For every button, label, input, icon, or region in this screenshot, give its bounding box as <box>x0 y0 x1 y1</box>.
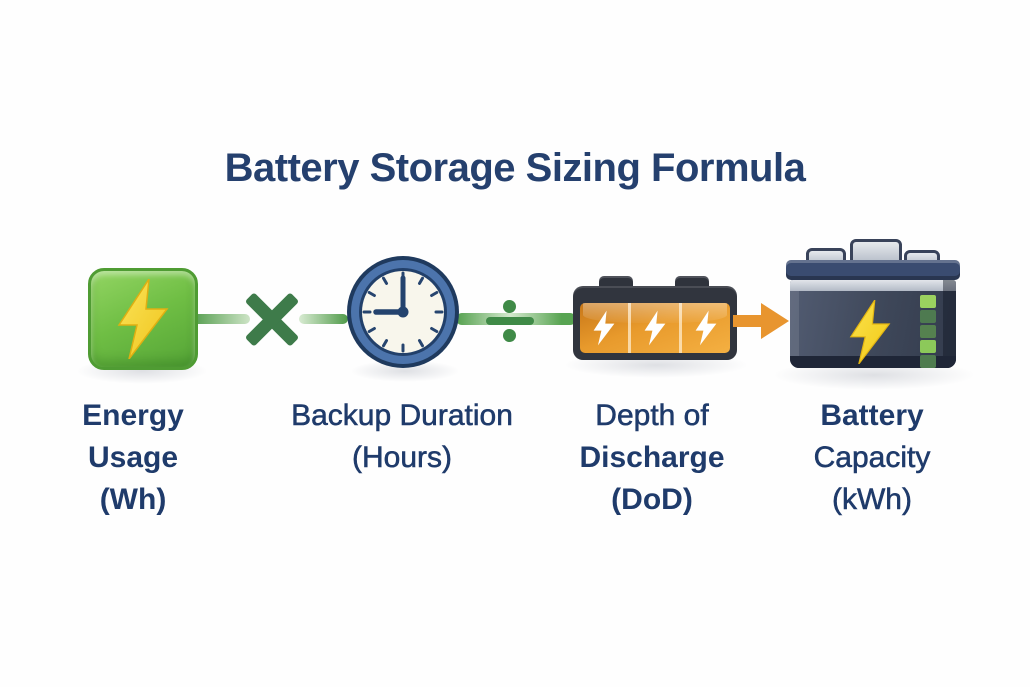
lightning-bolt-icon <box>695 310 717 346</box>
lightning-bolt-icon <box>117 279 169 359</box>
clock-ticks <box>362 271 444 353</box>
label-line: Discharge <box>579 441 725 474</box>
divide-dot <box>503 300 516 313</box>
battery-edge <box>790 291 799 368</box>
charge-segment <box>920 295 936 308</box>
lightning-bolt-icon <box>644 310 666 346</box>
label-depth-of-discharge: Depth of Discharge (DoD) <box>522 395 782 521</box>
divide-dot <box>503 329 516 342</box>
label-line: (kWh) <box>832 483 913 517</box>
charge-segment <box>920 325 936 338</box>
label-backup-duration: Backup Duration (Hours) <box>252 395 552 479</box>
label-line: Battery <box>820 399 924 432</box>
charge-segment <box>920 340 936 353</box>
clock-icon <box>345 254 461 370</box>
lightning-bolt-icon <box>846 299 894 368</box>
connector-line <box>299 314 348 324</box>
multiply-operator: × <box>244 292 300 347</box>
label-line: (Wh) <box>99 483 167 516</box>
divide-symbol: ÷ <box>486 300 487 301</box>
battery-cell <box>580 303 628 353</box>
label-energy-usage: Energy Usage (Wh) <box>23 395 243 521</box>
battery-cell <box>628 303 679 353</box>
charge-level-indicator <box>920 295 936 368</box>
label-line: Depth of <box>595 399 709 433</box>
green-energy-bolt-icon <box>88 268 198 370</box>
charge-segment <box>920 310 936 323</box>
page-title: Battery Storage Sizing Formula <box>224 146 806 190</box>
battery-base <box>790 356 956 368</box>
battery-edge <box>943 280 956 368</box>
battery-cells <box>580 303 730 353</box>
label-line: Usage <box>87 441 179 474</box>
battery-highlight-band <box>790 280 956 291</box>
divide-operator: ÷ <box>486 300 534 342</box>
battery-body <box>790 280 956 368</box>
shadow <box>350 360 460 382</box>
charge-segment <box>920 355 936 368</box>
label-line: (DoD) <box>611 483 693 516</box>
label-line: Backup Duration <box>291 399 513 433</box>
label-line: Capacity <box>813 441 931 475</box>
arrow-right-icon: → <box>733 299 789 343</box>
battery-cap <box>786 260 960 280</box>
label-line: (Hours) <box>351 441 453 475</box>
label-line: Energy <box>82 399 184 432</box>
battery-frame <box>573 286 737 360</box>
label-battery-capacity: Battery Capacity (kWh) <box>752 395 992 521</box>
connector-line <box>190 314 250 324</box>
large-battery-icon <box>786 234 960 368</box>
multiply-symbol: × <box>246 293 247 294</box>
orange-battery-icon <box>573 276 737 360</box>
battery-cell <box>679 303 730 353</box>
divide-bar <box>486 317 534 325</box>
lightning-bolt-icon <box>593 310 615 346</box>
